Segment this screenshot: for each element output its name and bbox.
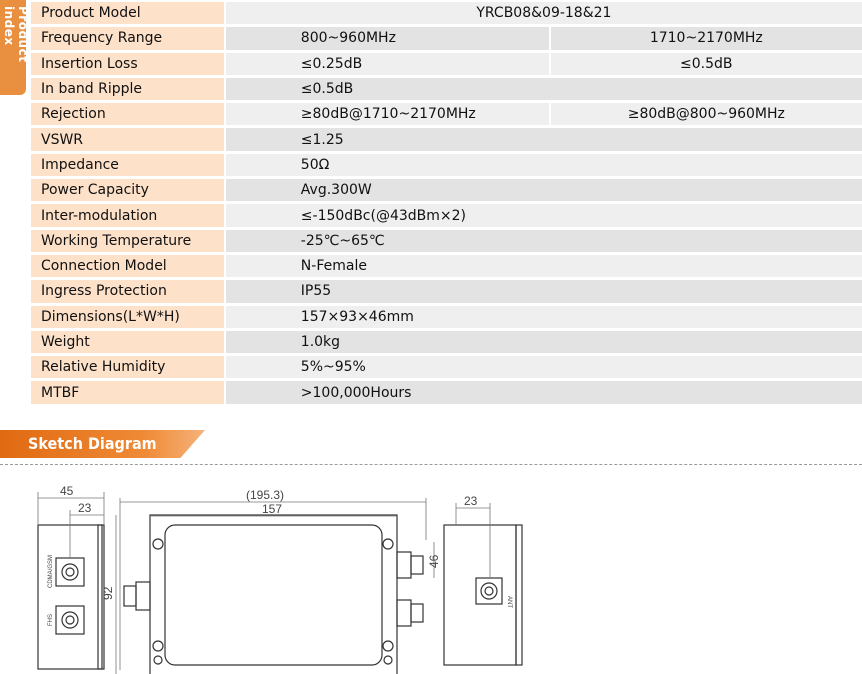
connector-left xyxy=(123,581,151,611)
spec-value: -25℃~65℃ xyxy=(225,229,862,252)
dim-45: 45 xyxy=(60,484,74,498)
front-view-body xyxy=(149,514,398,674)
spec-value-secondary: ≤0.5dB xyxy=(550,52,862,75)
spec-value: ≤-150dBc(@43dBm×2) xyxy=(225,204,862,227)
spec-value-secondary: ≥80dB@800~960MHz xyxy=(550,103,862,126)
dim-46: 46 xyxy=(427,554,441,568)
table-row: Rejection≥80dB@1710~2170MHz≥80dB@800~960… xyxy=(31,103,862,126)
spec-label: Power Capacity xyxy=(31,179,224,202)
front-view-cover xyxy=(164,524,383,666)
dim-157: 157 xyxy=(262,502,282,516)
right-view-body xyxy=(443,524,517,666)
spec-label: Dimensions(L*W*H) xyxy=(31,305,224,328)
table-row: Working Temperature-25℃~65℃ xyxy=(31,229,862,252)
product-index-label: Product index xyxy=(2,6,30,63)
sketch-diagram-title: Sketch Diagram xyxy=(28,434,157,453)
port-label-cdma: CDMA/GSM xyxy=(48,555,54,588)
spec-value: 1.0kg xyxy=(225,330,862,354)
spec-label: Connection Model xyxy=(31,254,224,278)
spec-label: Rejection xyxy=(31,103,224,126)
table-row-header: Product Model YRCB08&09-18&21 xyxy=(31,2,862,25)
spec-value: N-Female xyxy=(225,254,862,278)
table-row: Inter-modulation≤-150dBc(@43dBm×2) xyxy=(31,204,862,227)
dim-23-right: 23 xyxy=(464,494,478,508)
spec-value: 800~960MHz xyxy=(225,27,549,50)
sketch-drawing: 45 23 (195.3) 157 23 46 92 CDMA/GSM FHS … xyxy=(37,484,523,674)
dimension-lines xyxy=(37,492,491,674)
spec-label: Insertion Loss xyxy=(31,52,224,75)
dim-195: (195.3) xyxy=(246,488,284,502)
spec-value: 157×93×46mm xyxy=(225,305,862,328)
left-view-edge xyxy=(97,524,105,670)
spec-label: Frequency Range xyxy=(31,27,224,50)
spec-table: Product Model YRCB08&09-18&21 Frequency … xyxy=(31,0,862,407)
table-row: MTBF>100,000Hours xyxy=(31,381,862,404)
spec-label: VSWR xyxy=(31,128,224,151)
spec-value: ≤0.5dB xyxy=(225,77,862,101)
spec-label: Weight xyxy=(31,330,224,354)
dim-92: 92 xyxy=(101,586,115,600)
spec-label: Working Temperature xyxy=(31,229,224,252)
spec-value: Avg.300W xyxy=(225,179,862,202)
left-view-port-1 xyxy=(55,557,85,587)
connector-right-top xyxy=(396,551,424,579)
table-row: VSWR≤1.25 xyxy=(31,128,862,151)
spec-value: IP55 xyxy=(225,280,862,303)
screw-holes xyxy=(152,538,394,665)
dim-23-left: 23 xyxy=(78,501,92,515)
right-view-edge xyxy=(515,524,523,666)
spec-value: ≤0.25dB xyxy=(225,52,549,75)
table-row: In band Ripple≤0.5dB xyxy=(31,77,862,101)
product-index-tab[interactable]: Product index xyxy=(0,0,30,95)
spec-value-secondary: 1710~2170MHz xyxy=(550,27,862,50)
spec-value: 5%~95% xyxy=(225,356,862,379)
table-row: Insertion Loss≤0.25dB≤0.5dB xyxy=(31,52,862,75)
spec-label: In band Ripple xyxy=(31,77,224,101)
right-view-port xyxy=(475,577,503,605)
spec-value: ≤1.25 xyxy=(225,128,862,151)
spec-value: 50Ω xyxy=(225,153,862,177)
spec-value: ≥80dB@1710~2170MHz xyxy=(225,103,549,126)
product-model-value: YRCB08&09-18&21 xyxy=(225,2,862,25)
port-label-fhs: FHS xyxy=(48,614,54,626)
table-row: Dimensions(L*W*H)157×93×46mm xyxy=(31,305,862,328)
spec-value: >100,000Hours xyxy=(225,381,862,404)
spec-label: Product Model xyxy=(31,2,224,25)
spec-label: Inter-modulation xyxy=(31,204,224,227)
port-label-ant: ANT xyxy=(506,596,512,608)
connector-right-bottom xyxy=(396,599,424,627)
spec-label: Relative Humidity xyxy=(31,356,224,379)
sketch-diagram-header: Sketch Diagram xyxy=(0,430,205,458)
spec-label: MTBF xyxy=(31,381,224,404)
spec-label: Impedance xyxy=(31,153,224,177)
left-view-port-2 xyxy=(55,605,85,635)
section-divider xyxy=(0,464,862,465)
spec-label: Ingress Protection xyxy=(31,280,224,303)
